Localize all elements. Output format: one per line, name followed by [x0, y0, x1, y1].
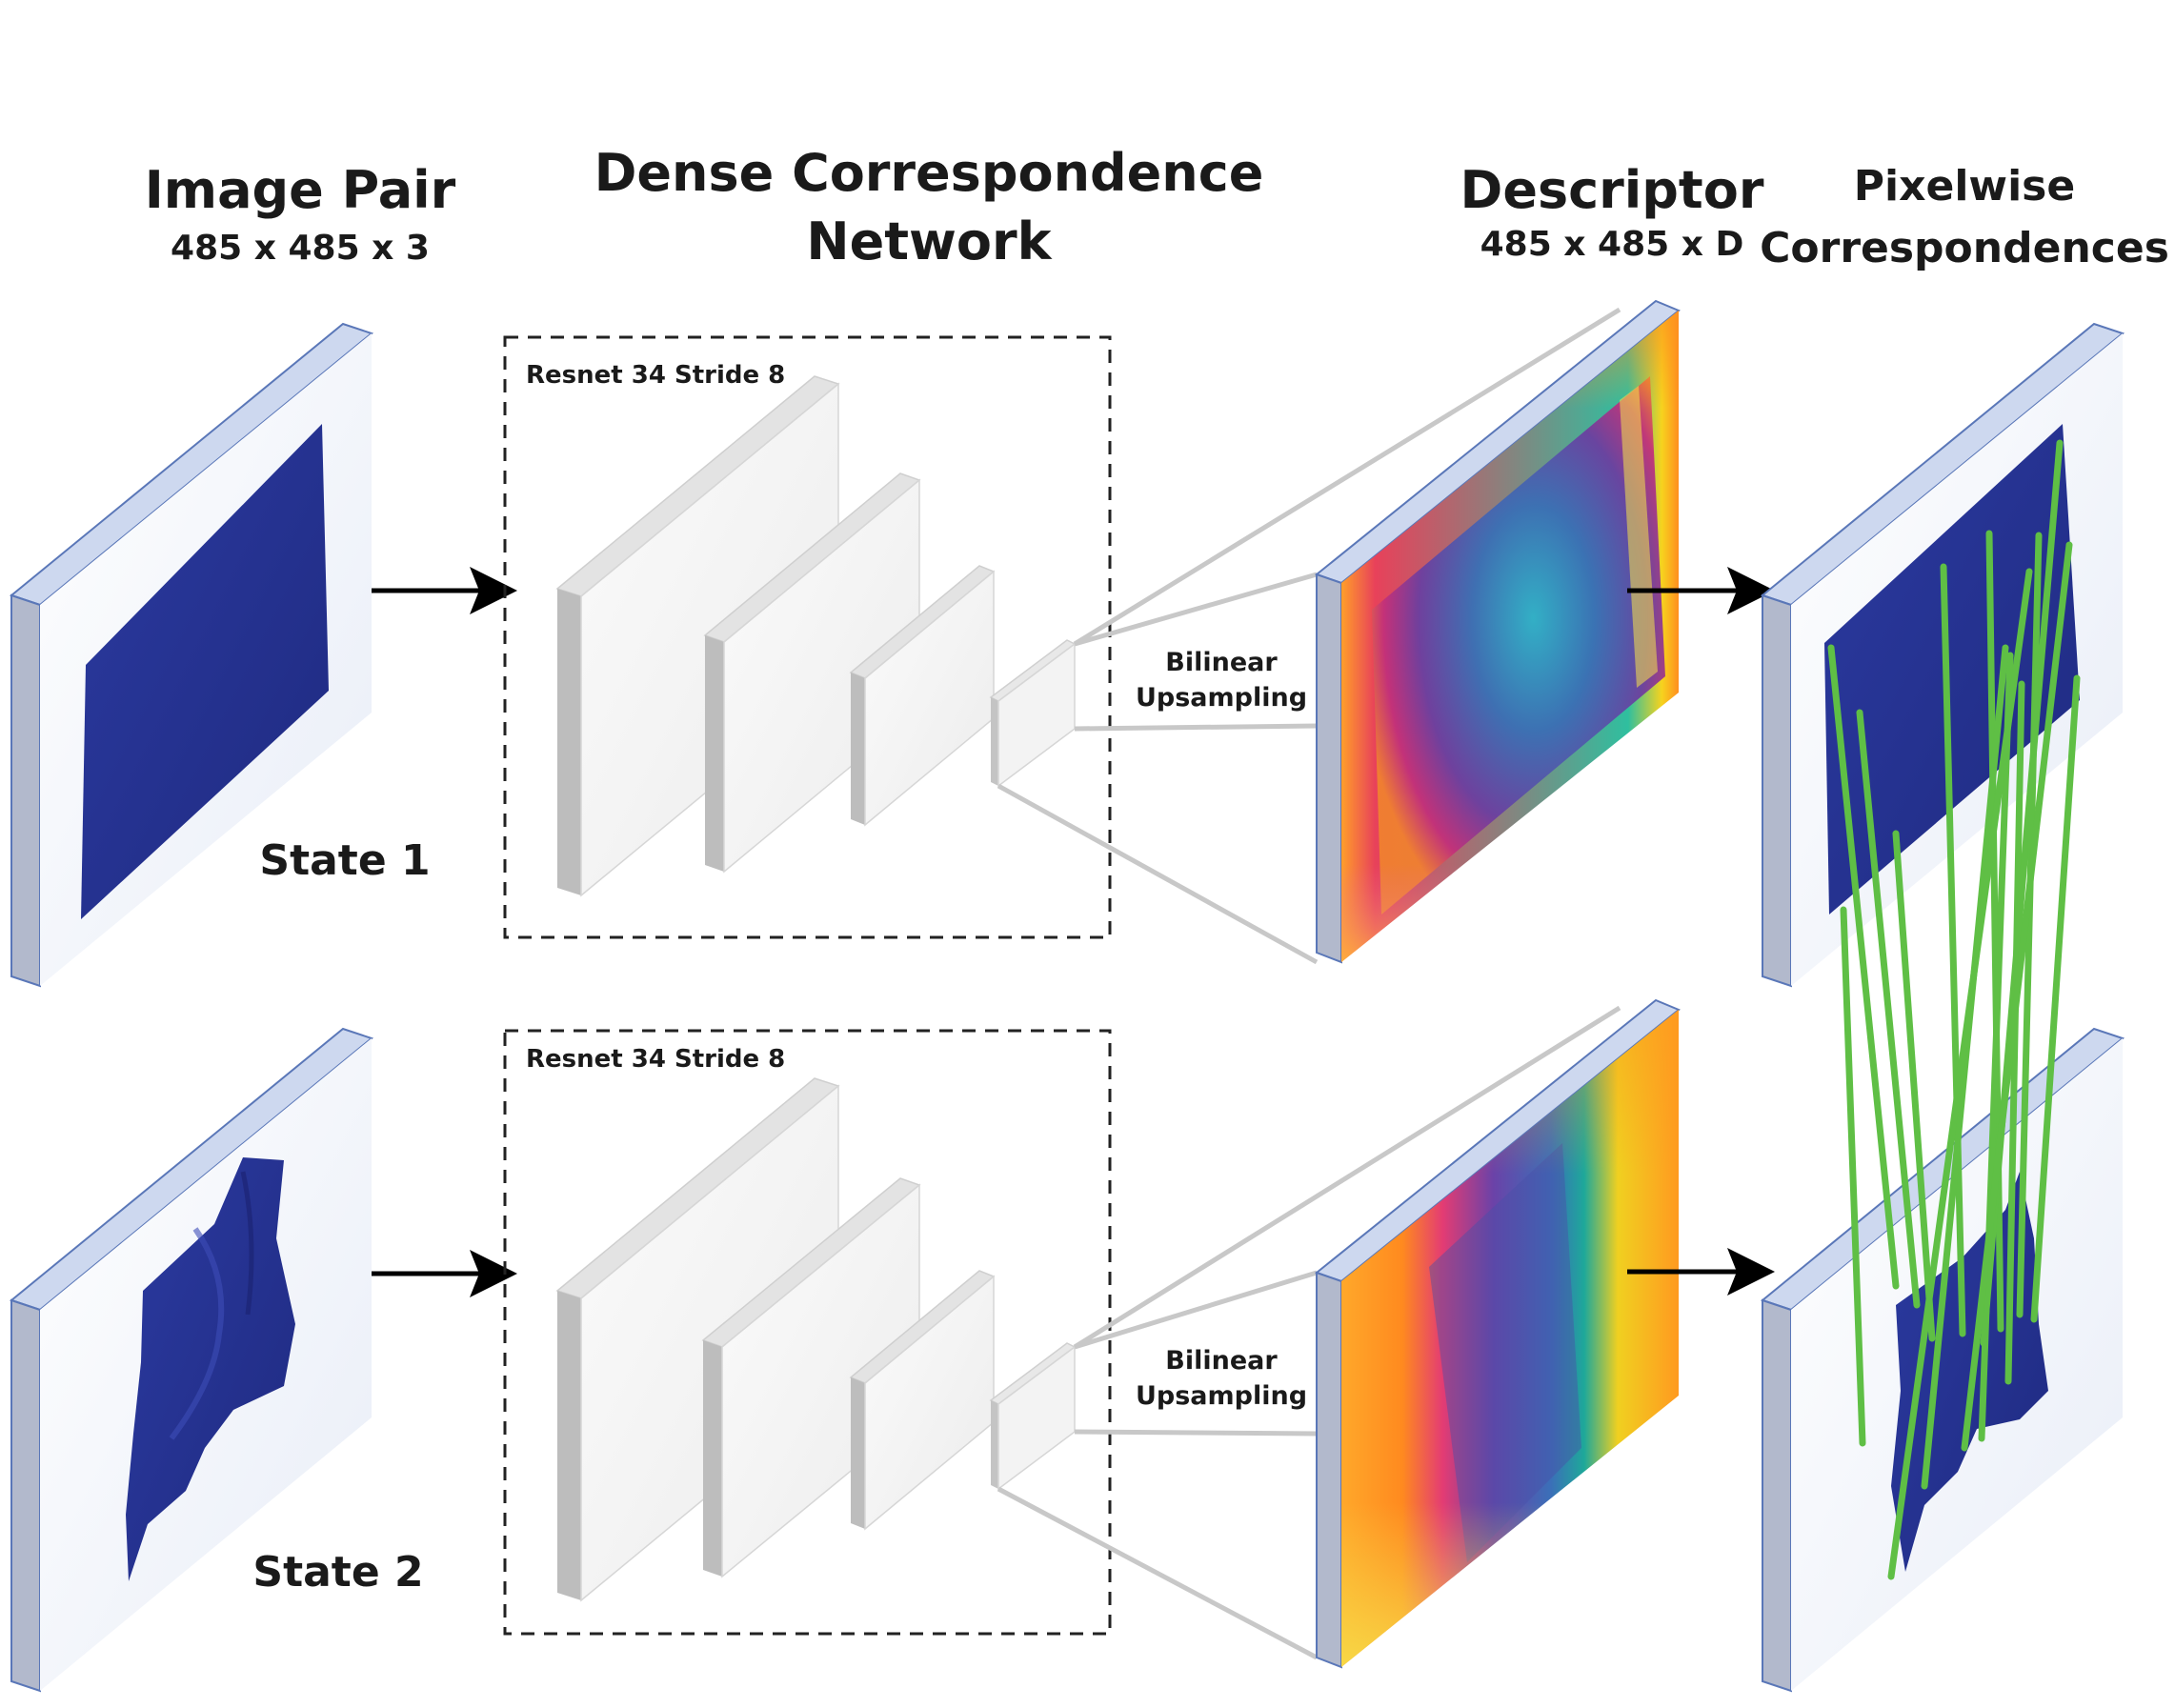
cloth-flat-target: [1824, 424, 2080, 914]
correspondence-line: [1961, 541, 2073, 1452]
network-box-1-label: Resnet 34 Stride 8: [526, 361, 785, 390]
correspondence-line: [1827, 644, 1900, 1290]
state-2-label: State 2: [252, 1548, 423, 1597]
resnet-block-3: [849, 1270, 996, 1531]
upsampling-label-2-line1: Bilinear: [1165, 1346, 1278, 1376]
resnet-block-2: [701, 1177, 921, 1578]
upsampling-label-1-line1: Bilinear: [1165, 648, 1278, 677]
correspondence-line: [1856, 709, 1921, 1309]
descriptor-dims: 485 x 485 x D: [1480, 225, 1744, 264]
correspondence-line: [1940, 563, 1966, 1337]
upsampling-label-2-line2: Upsampling: [1136, 1381, 1307, 1411]
correspondences-title-line2: Correspondences: [1760, 224, 2169, 272]
descriptor-title: Descriptor: [1460, 160, 1764, 220]
state-1-label: State 1: [259, 836, 430, 885]
correspondence-line: [1921, 644, 2009, 1490]
correspondence-line: [1840, 906, 1866, 1447]
correspondence-image-state-1: [1760, 322, 2125, 988]
network-box-2: Resnet 34 Stride 8: [503, 1029, 1112, 1636]
correspondence-lines: [1827, 439, 2081, 1580]
network-box-1: Resnet 34 Stride 8: [503, 335, 1112, 939]
image-pair-dims: 485 x 485 x 3: [171, 229, 430, 268]
resnet-block-3: [849, 565, 996, 827]
input-image-state-1: [9, 322, 374, 988]
resnet-block-4: [989, 639, 1077, 788]
correspondence-image-state-2: [1760, 1027, 2125, 1693]
correspondence-line: [2030, 674, 2081, 1323]
network-title-line2: Network: [806, 211, 1052, 271]
network-title-line1: Dense Correspondence: [594, 143, 1264, 203]
upsampling-projection-1: [997, 307, 1621, 965]
resnet-block-4: [989, 1342, 1077, 1491]
correspondences-title-line1: Pixelwise: [1854, 162, 2075, 211]
image-pair-title: Image Pair: [145, 160, 456, 220]
header-image-pair: Image Pair 485 x 485 x 3: [145, 160, 456, 268]
header-network: Dense Correspondence Network: [594, 143, 1264, 271]
resnet-block-2: [703, 472, 921, 874]
network-box-2-label: Resnet 34 Stride 8: [526, 1045, 785, 1074]
correspondence-line: [1892, 830, 1936, 1342]
header-descriptor: Descriptor 485 x 485 x D: [1460, 160, 1764, 264]
cloth-flat: [81, 424, 329, 919]
correspondence-line: [2016, 532, 2043, 1318]
header-correspondences: Pixelwise Correspondences: [1760, 162, 2169, 272]
upsampling-projection-2: [997, 1005, 1621, 1660]
descriptor-image-state-2: [1314, 998, 1681, 1669]
correspondence-line: [1887, 568, 2033, 1580]
input-image-state-2: [9, 1027, 374, 1693]
descriptor-image-state-1: [1314, 299, 1681, 964]
upsampling-label-1-line2: Upsampling: [1136, 683, 1307, 713]
